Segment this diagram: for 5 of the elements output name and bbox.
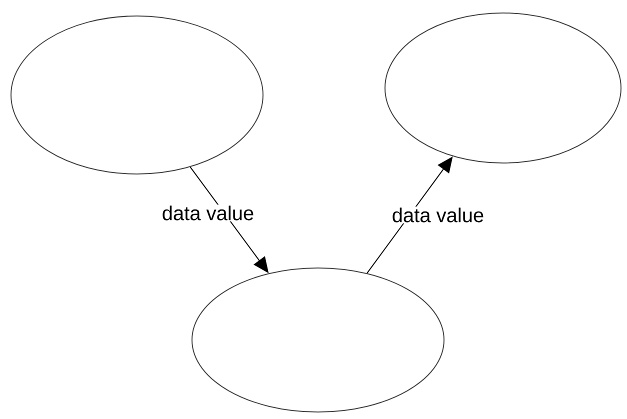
edge-label: data value [390,206,486,224]
ellipse-node [10,16,264,174]
ellipse-node [192,268,444,412]
edge-label: data value [160,204,256,222]
ellipse-node [384,12,622,164]
